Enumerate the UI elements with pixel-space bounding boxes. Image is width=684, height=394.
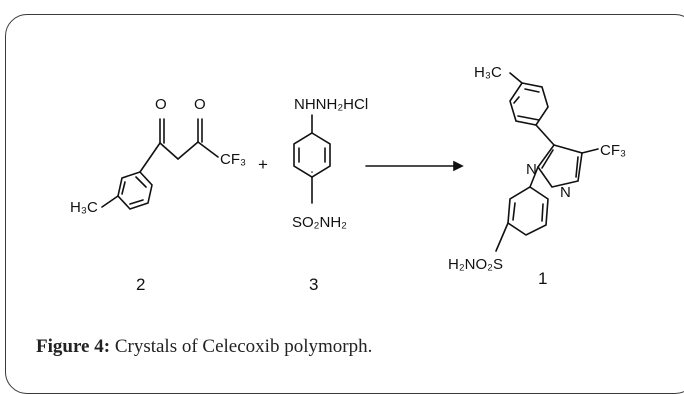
plus-sign: + [258,155,268,174]
compound-1-sulfonamide-label: H₂NO₂S [448,256,503,273]
figure-caption-label: Figure 4: [36,336,111,357]
compound-2-methyl-label: H₃C [70,199,98,216]
compound-3-structure [293,114,331,204]
compound-1-nitrogen-2-label: N [560,184,571,201]
compound-1-structure [495,72,599,252]
reaction-scheme-panel: H₃C O O CF₃ 2 + NHNH₂HCl SO₂NH₂ 3 H₃C CF… [26,37,666,337]
compound-2-benzene-ring [117,171,153,210]
compound-1-pyrazole-ring [537,144,583,188]
compound-2-cf3-label: CF₃ [220,151,246,168]
reaction-arrow [365,160,464,172]
compound-3-number: 3 [309,275,318,294]
reaction-scheme: H₃C O O CF₃ 2 + NHNH₂HCl SO₂NH₂ 3 H₃C CF… [70,64,626,294]
compound-3-sulfonamide-label: SO₂NH₂ [292,214,347,231]
compound-1-methyl-label: H₃C [474,64,502,81]
figure-caption-text: Crystals of Celecoxib polymorph. [110,336,373,357]
compound-2-oxygen-2-label: O [194,96,206,113]
compound-2-number: 2 [136,275,145,294]
compound-1-nitrogen-1-label: N [526,161,537,178]
compound-1-number: 1 [538,269,547,288]
compound-2-structure [101,118,219,210]
compound-3-hydrazine-label: NHNH₂HCl [294,96,368,113]
compound-1-sulfonamide-ring [507,186,549,236]
compound-2-oxygen-1-label: O [155,96,167,113]
compound-1-cf3-label: CF₃ [600,142,626,159]
figure-caption: Figure 4: Crystals of Celecoxib polymorp… [36,336,372,358]
